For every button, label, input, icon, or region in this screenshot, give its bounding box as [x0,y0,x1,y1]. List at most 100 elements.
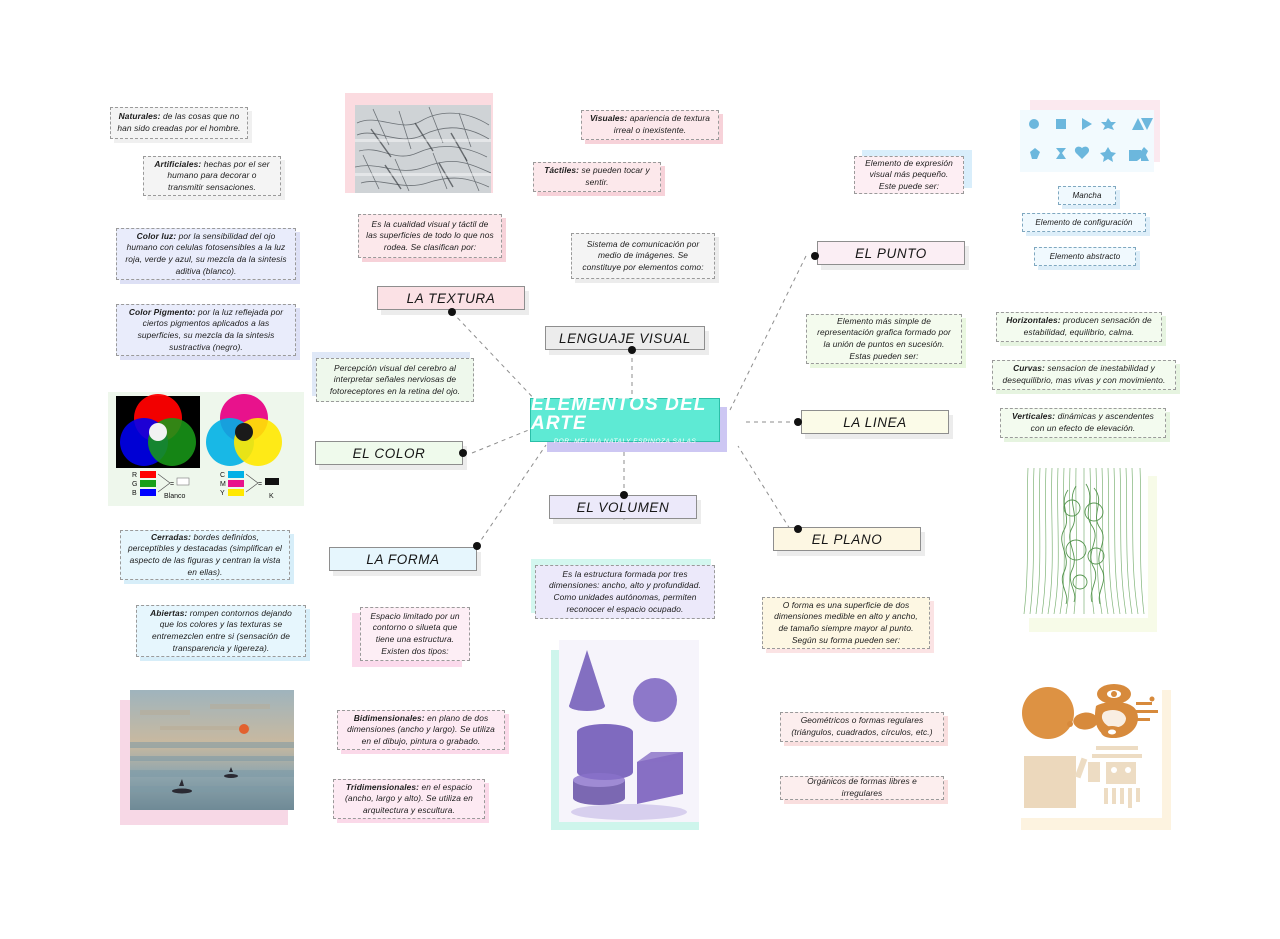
note-forma-desc: Espacio limitado por un contorno o silue… [360,607,470,661]
note-volumen-desc: Es la estructura formada por tres dimens… [535,565,715,619]
svg-text:Blanco: Blanco [164,493,186,500]
note-textura-desc: Es la cualidad visual y táctil de las su… [358,214,502,258]
note-horizontales: Horizontales: producen sensación de esta… [996,312,1162,342]
image-orange-shapes [1012,680,1162,818]
svg-text:=: = [258,481,262,488]
note-body: producen sensación de estabilidad, equil… [1023,315,1152,337]
image-monet-painting [130,690,294,810]
note-lead: Horizontales: [1006,315,1061,326]
note-color-luz: Color luz: por la sensibilidad del ojo h… [116,228,296,280]
svg-text:R: R [132,472,137,479]
note-body: hechas por el ser humano para decorar o … [167,158,270,192]
note-lead: Tridimensionales: [345,781,420,792]
note-tactiles: Táctiles: se pueden tocar y sentir. [533,162,661,192]
note-curvas: Curvas: sensacion de inestabilidad y des… [992,360,1176,390]
node-label: EL PLANO [811,531,883,547]
note-body: O forma es una superficie de dos dimensi… [774,599,918,645]
svg-text:C: C [220,472,225,479]
note-visuales: Visuales: apariencia de textura irreal o… [581,110,719,140]
node-lenguaje-visual[interactable]: LENGUAJE VISUAL [545,326,705,350]
connector-dot [794,418,802,426]
note-body: apariencia de textura irreal o inexisten… [613,113,711,135]
node-label: LA TEXTURA [406,290,496,306]
note-body: Percepción visual del cerebro al interpr… [329,362,461,396]
note-lead: Bidimensionales: [353,712,425,723]
note-body: bordes definidos, perceptibles y destaca… [128,531,282,577]
note-body: Espacio limitado por un contorno o silue… [370,610,460,656]
note-lead: Visuales: [589,113,628,124]
note-lead: Verticales: [1012,411,1056,422]
note-lead: Cerradas: [151,531,192,542]
note-body: dinámicas y ascendentes con un efecto de… [1030,411,1154,433]
note-body: en el espacio (ancho, largo y alto). Se … [345,781,473,815]
note-body: rompen contornos dejando que los colores… [151,607,292,653]
note-tridimensionales: Tridimensionales: en el espacio (ancho, … [333,779,485,819]
note-lenguaje-desc: Sistema de comunicación por medio de imá… [571,233,715,279]
note-body: Elemento de configuración [1035,217,1133,227]
note-abiertas: Abiertas: rompen contornos dejando que l… [136,605,306,657]
node-label: LA FORMA [366,551,440,567]
note-linea-desc: Elemento más simple de representación gr… [806,314,962,364]
node-la-textura[interactable]: LA TEXTURA [377,286,525,310]
connector-dot [811,252,819,260]
note-color-desc: Percepción visual del cerebro al interpr… [316,358,474,402]
note-body: por la sensibilidad del ojo humano con c… [125,230,287,276]
center-node-title: ELEMENTOS DEL ARTE [531,394,707,434]
note-body: en plano de dos dimensiones (ancho y lar… [347,712,495,746]
note-plano-desc: O forma es una superficie de dos dimensi… [762,597,930,649]
note-body: se pueden tocar y sentir. [579,165,650,187]
node-el-volumen[interactable]: EL VOLUMEN [549,495,697,519]
note-cerradas: Cerradas: bordes definidos, perceptibles… [120,530,290,580]
note-lead: Táctiles: [544,165,580,176]
node-el-punto[interactable]: EL PUNTO [817,241,965,265]
note-body: Es la cualidad visual y táctil de las su… [366,218,494,252]
note-body: sensacion de inestabilidad y desequilibr… [1002,363,1166,385]
note-verticales: Verticales: dinámicas y ascendentes con … [1000,408,1166,438]
center-node[interactable]: ELEMENTOS DEL ARTE POR: MELINA NATALY ES… [530,394,720,445]
svg-text:=: = [170,481,174,488]
node-label: EL VOLUMEN [576,499,670,515]
connector-dot [448,308,456,316]
note-punto-desc: Elemento de expresión visual más pequeño… [854,156,964,194]
note-color-pigmento: Color Pigmento: por la luz reflejada por… [116,304,296,356]
note-mancha: Mancha [1058,186,1116,205]
note-lead: Color Pigmento: [128,306,196,317]
note-lead: Artificiales: [154,158,202,169]
note-lead: Color luz: [136,230,177,241]
node-label: LA LINEA [843,414,907,430]
node-la-forma[interactable]: LA FORMA [329,547,477,571]
svg-text:K: K [269,493,274,500]
note-body: por la luz reflejada por ciertos pigment… [137,306,284,352]
connector-dot [620,491,628,499]
note-lead: Naturales: [118,111,161,122]
image-blue-shapes [1020,110,1154,172]
node-label: EL COLOR [352,445,426,461]
image-color-wheels: R G B = Blanco C M Y = K [108,392,304,506]
note-lead: Abiertas: [150,607,188,618]
svg-text:B: B [132,490,137,497]
note-body: Orgánicos de formas libres e irregulares [807,776,917,798]
node-la-linea[interactable]: LA LINEA [801,410,949,434]
note-elemento-configuracion: Elemento de configuración [1022,213,1146,232]
connector-dot [794,525,802,533]
note-body: Geométricos o formas regulares (triángul… [791,715,933,737]
note-body: Elemento de expresión visual más pequeño… [865,157,953,191]
note-body: Es la estructura formada por tres dimens… [549,568,701,614]
image-green-lines [1022,464,1148,618]
image-texture-photo [355,105,491,193]
note-artificiales: Artificiales: hechas por el ser humano p… [143,156,281,196]
node-el-color[interactable]: EL COLOR [315,441,463,465]
image-volume-drawing [559,640,699,822]
svg-text:G: G [132,481,137,488]
connector-dot [473,542,481,550]
node-label: EL PUNTO [855,245,927,261]
note-body: Sistema de comunicación por medio de imá… [582,238,704,272]
note-elemento-abstracto: Elemento abstracto [1034,247,1136,266]
svg-text:M: M [220,481,226,488]
note-organicos: Orgánicos de formas libres e irregulares [780,776,944,800]
note-body: Elemento más simple de representación gr… [817,315,951,361]
note-naturales: Naturales: de las cosas que no han sido … [110,107,248,139]
note-geometricos: Geométricos o formas regulares (triángul… [780,712,944,742]
note-body: Elemento abstracto [1049,251,1121,261]
